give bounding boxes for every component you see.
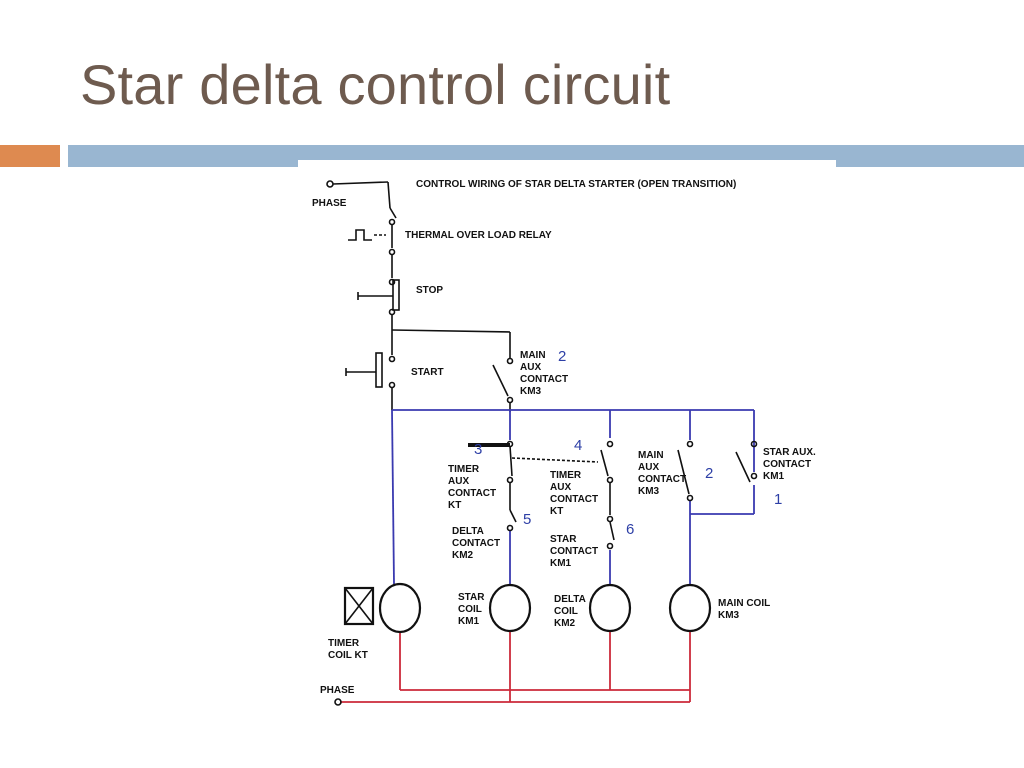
svg-text:KM2: KM2 <box>554 618 576 629</box>
svg-text:STAR AUX.: STAR AUX. <box>763 447 816 458</box>
svg-text:CONTACT: CONTACT <box>452 538 500 549</box>
phase-bottom-label: PHASE <box>320 685 355 696</box>
star-coil-km1-label: STAR COIL KM1 <box>458 592 485 627</box>
marker-3: 3 <box>474 441 482 458</box>
main-aux-km3-label: MAIN AUX CONTACT KM3 <box>520 350 568 397</box>
main-coil-km3-label: MAIN COIL KM3 <box>718 598 770 621</box>
svg-text:DELTA: DELTA <box>554 594 586 605</box>
svg-text:KT: KT <box>448 500 461 511</box>
phase-top-label: PHASE <box>312 198 347 209</box>
marker-6: 6 <box>626 521 634 538</box>
svg-text:TIMER: TIMER <box>328 638 360 649</box>
top-phase-wiring <box>326 180 514 412</box>
svg-text:AUX: AUX <box>550 482 571 493</box>
delta-coil-km2-label: DELTA COIL KM2 <box>554 594 586 629</box>
main-coil-km3 <box>668 583 712 633</box>
star-coil-km1 <box>488 583 532 633</box>
timer-coil-kt-label: TIMER COIL KT <box>328 638 368 661</box>
svg-text:CONTACT: CONTACT <box>550 494 598 505</box>
blue-control-wiring <box>391 409 755 585</box>
accent-bar-orange <box>0 145 60 167</box>
red-return-wiring <box>334 630 691 706</box>
marker-2-top: 2 <box>558 348 566 365</box>
svg-text:CONTACT: CONTACT <box>763 459 811 470</box>
svg-text:STAR: STAR <box>550 534 577 545</box>
marker-5: 5 <box>523 511 531 528</box>
svg-text:MAIN: MAIN <box>638 450 664 461</box>
svg-text:DELTA: DELTA <box>452 526 484 537</box>
svg-text:KM3: KM3 <box>638 486 660 497</box>
svg-text:COIL: COIL <box>554 606 578 617</box>
star-contact-km1-label: STAR CONTACT KM1 <box>550 534 598 569</box>
svg-text:MAIN: MAIN <box>520 350 546 361</box>
svg-text:TIMER: TIMER <box>448 464 480 475</box>
thermal-overload-label: THERMAL OVER LOAD RELAY <box>405 230 552 241</box>
delta-contact-km2-label: DELTA CONTACT KM2 <box>452 526 500 561</box>
start-label: START <box>411 367 444 378</box>
svg-text:AUX: AUX <box>638 462 659 473</box>
svg-text:CONTACT: CONTACT <box>520 374 568 385</box>
marker-2-right: 2 <box>705 465 713 482</box>
svg-text:STAR: STAR <box>458 592 485 603</box>
stop-label: STOP <box>416 285 443 296</box>
svg-text:TIMER: TIMER <box>550 470 582 481</box>
svg-text:KM1: KM1 <box>458 616 480 627</box>
branch-contacts <box>468 440 758 550</box>
marker-4: 4 <box>574 437 582 454</box>
svg-text:KM1: KM1 <box>763 471 785 482</box>
slide-title: Star delta control circuit <box>80 53 671 116</box>
svg-text:AUX: AUX <box>448 476 469 487</box>
svg-text:COIL: COIL <box>458 604 482 615</box>
svg-text:CONTACT: CONTACT <box>448 488 496 499</box>
svg-text:MAIN COIL: MAIN COIL <box>718 598 770 609</box>
star-delta-circuit-diagram: CONTROL WIRING OF STAR DELTA STARTER (OP… <box>312 179 816 706</box>
marker-1: 1 <box>774 491 782 508</box>
circuit-diagram-panel: CONTROL WIRING OF STAR DELTA STARTER (OP… <box>298 160 836 720</box>
svg-text:KM2: KM2 <box>452 550 474 561</box>
timer-aux-kt-label-1: TIMER AUX CONTACT KT <box>448 464 496 511</box>
svg-text:KM3: KM3 <box>520 386 542 397</box>
diagram-heading: CONTROL WIRING OF STAR DELTA STARTER (OP… <box>416 179 736 190</box>
svg-text:KT: KT <box>550 506 563 517</box>
svg-text:COIL KT: COIL KT <box>328 650 368 661</box>
svg-text:CONTACT: CONTACT <box>638 474 686 485</box>
star-aux-km1-label: STAR AUX. CONTACT KM1 <box>763 447 816 482</box>
svg-text:KM1: KM1 <box>550 558 572 569</box>
svg-text:AUX: AUX <box>520 362 541 373</box>
svg-text:CONTACT: CONTACT <box>550 546 598 557</box>
timer-coil-kt <box>343 582 422 634</box>
delta-coil-km2 <box>588 583 632 633</box>
main-aux-km3-right-label: MAIN AUX CONTACT KM3 <box>638 450 686 497</box>
timer-aux-kt-label-2: TIMER AUX CONTACT KT <box>550 470 598 517</box>
svg-text:KM3: KM3 <box>718 610 740 621</box>
